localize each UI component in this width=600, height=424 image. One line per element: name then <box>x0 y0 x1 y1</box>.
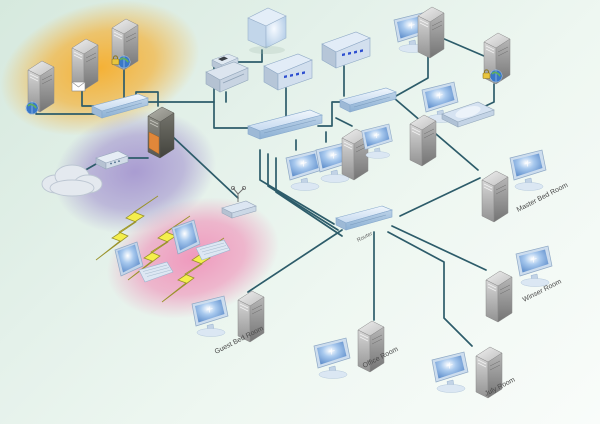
workstation-tower-right[interactable] <box>409 114 437 167</box>
office-room-monitor[interactable] <box>313 337 351 379</box>
firewall-server[interactable] <box>147 106 175 159</box>
july-room-monitor[interactable] <box>431 351 469 393</box>
globe-icon <box>24 100 40 116</box>
router-switch[interactable] <box>335 205 393 231</box>
router-label: Router <box>356 231 374 244</box>
master-bedroom-monitor[interactable] <box>509 149 547 191</box>
hub-2[interactable] <box>321 31 371 69</box>
workstation-tower-top-right[interactable] <box>417 6 445 59</box>
hub-1[interactable] <box>263 53 313 91</box>
master-bedroom-tower[interactable] <box>481 170 509 223</box>
zone-wireless-glow <box>106 197 280 319</box>
winser-room-monitor[interactable] <box>515 245 553 287</box>
switch-upper-right[interactable] <box>339 87 397 113</box>
storage-cube[interactable] <box>247 7 287 55</box>
mail-icon <box>71 81 86 92</box>
printer[interactable] <box>205 53 249 93</box>
winser-room-tower[interactable] <box>485 270 513 323</box>
switch-central[interactable] <box>247 109 323 140</box>
workstation-monitor-1[interactable] <box>285 149 323 191</box>
